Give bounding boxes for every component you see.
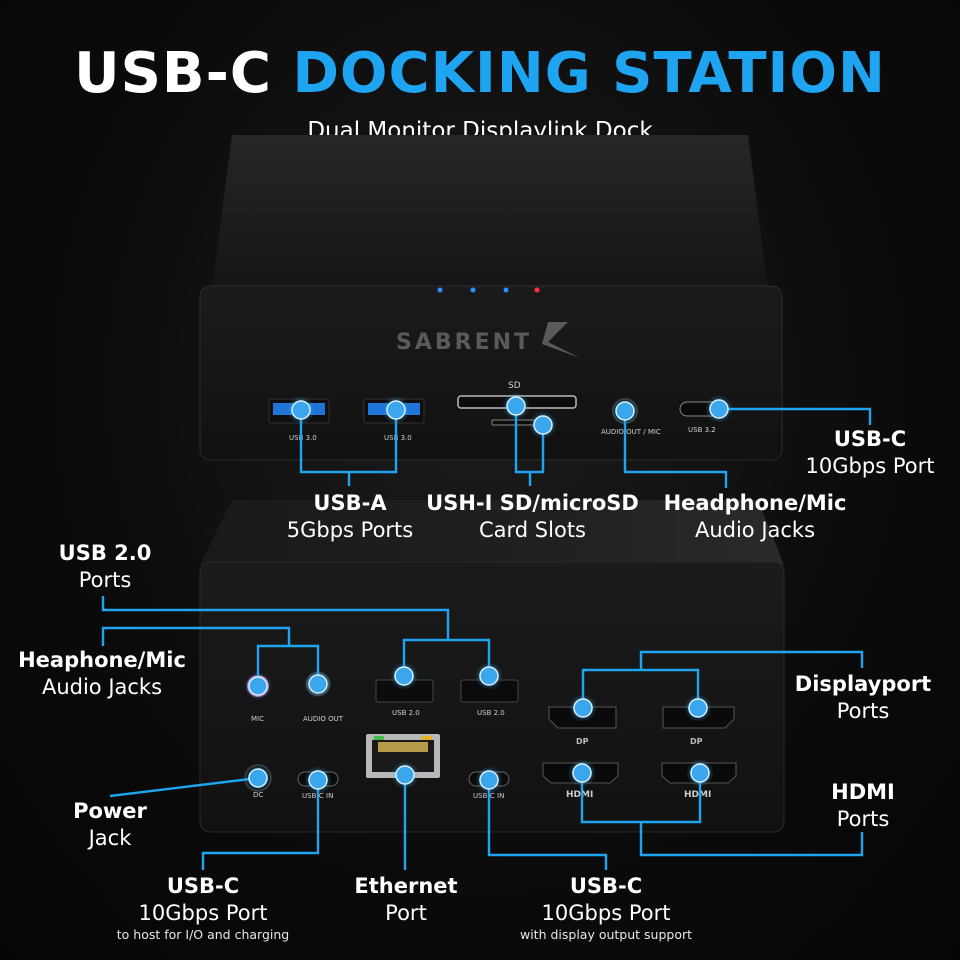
label-sub: Audio Jacks (41, 675, 163, 699)
status-led-blue (503, 287, 509, 293)
label-sub: Card Slots (479, 518, 586, 542)
port-print: USB 3.0 (289, 434, 317, 442)
label-head: USB-C (166, 874, 240, 898)
label-head: Ethernet (354, 874, 458, 898)
callout-dot (304, 766, 332, 794)
bottom-unit: MIC AUDIO OUT USB 2.0 USB 2.0 DP DP DC U… (199, 500, 785, 833)
callout-dot (569, 694, 597, 722)
page-title: USB-C DOCKING STATION (0, 38, 960, 110)
callout-dot (287, 396, 315, 424)
label-sub: Audio Jacks (694, 518, 816, 542)
label-ethernet: Ethernet Port (340, 873, 472, 927)
label-head: USB 2.0 (58, 541, 152, 565)
label-head: USB-C (833, 427, 907, 451)
callout-line-dp-stem (639, 650, 864, 670)
callout-dot (475, 662, 503, 690)
callout-dot (529, 411, 557, 439)
port-print: USB 3.2 (688, 426, 716, 434)
displayport-symbol: DP (576, 737, 589, 746)
callout-line-usbc-top (719, 407, 872, 425)
label-headphone-top: Headphone/Mic Audio Jacks (655, 490, 855, 544)
label-head: Headphone/Mic (663, 491, 847, 515)
port-print: HDMI (566, 790, 593, 800)
port-print: USB 3.0 (384, 434, 412, 442)
label-power: Power Jack (45, 798, 175, 852)
displayport-symbol: DP (690, 737, 703, 746)
callout-dot (502, 392, 530, 420)
label-usb20: USB 2.0 Ports (40, 540, 170, 594)
label-sub: 10Gbps Port (805, 454, 935, 478)
label-sub: Ports (836, 699, 890, 723)
callout-dot (475, 766, 503, 794)
callout-dots (244, 392, 733, 794)
port-print: USB 2.0 (477, 709, 505, 717)
status-led-red (534, 287, 540, 293)
label-sub: Jack (88, 826, 132, 850)
label-head: USB-C (569, 874, 643, 898)
label-sub: Ports (78, 568, 132, 592)
bottom-unit-top-face (200, 500, 784, 565)
port-print: USB 2.0 (392, 709, 420, 717)
label-head: USH-I SD/microSD (426, 491, 639, 515)
port-print: AUDIO OUT (303, 715, 344, 723)
callout-dot (304, 670, 332, 698)
label-sd-card: USH-I SD/microSD Card Slots (425, 490, 640, 544)
label-head: HDMI (831, 780, 895, 804)
status-led-blue (470, 287, 476, 293)
callout-lines (101, 406, 872, 870)
port-print: DC (253, 791, 263, 799)
label-sub: 10Gbps Port (541, 901, 671, 925)
port-print: AUDIO OUT / MIC (601, 428, 661, 436)
status-led-blue (437, 287, 443, 293)
callout-line-power (109, 776, 259, 798)
callout-dot (244, 672, 272, 700)
title-part-white: USB-C (74, 41, 272, 106)
brand-logo: SABRENT (396, 330, 532, 355)
callout-line-usb20 (101, 596, 450, 676)
port-print: MIC (251, 715, 264, 723)
callout-line-usbc-host (201, 780, 320, 870)
label-head: USB-A (313, 491, 387, 515)
label-usbc-top: USB-C 10Gbps Port (790, 426, 950, 480)
callout-dot (390, 662, 418, 690)
label-sub: 10Gbps Port (138, 901, 268, 925)
label-sub: Ports (836, 807, 890, 831)
sd-print: SD (508, 381, 521, 391)
label-usbc-host: USB-C 10Gbps Port to host for I/O and ch… (103, 873, 303, 943)
title-part-blue: DOCKING STATION (292, 41, 886, 106)
callout-dot (611, 397, 639, 425)
callout-line-hdmi-stem (639, 822, 864, 857)
callout-dot (244, 764, 272, 792)
callout-dot (382, 396, 410, 424)
label-usbc-display: USB-C 10Gbps Port with display output su… (506, 873, 706, 943)
port-print: HDMI (684, 790, 711, 800)
label-sub: 5Gbps Ports (286, 518, 414, 542)
label-note: to host for I/O and charging (116, 927, 290, 942)
callout-line-headphone-top (623, 411, 728, 488)
label-hdmi: HDMI Ports (808, 779, 918, 833)
ethernet-led-green (374, 736, 384, 740)
callout-dot (684, 694, 712, 722)
callout-dot (391, 761, 419, 789)
callout-dot (705, 395, 733, 423)
label-usb-a: USB-A 5Gbps Ports (270, 490, 430, 544)
label-displayport: Displayport Ports (790, 671, 936, 725)
callout-line-usbc-display (487, 780, 608, 870)
callout-dot (686, 759, 714, 787)
label-sub: Port (385, 901, 427, 925)
label-head: Heaphone/Mic (18, 648, 186, 672)
ethernet-led-amber (422, 736, 432, 740)
label-head: Displayport (794, 672, 932, 696)
label-heaphone: Heaphone/Mic Audio Jacks (10, 647, 194, 701)
callout-dot (568, 759, 596, 787)
label-note: with display output support (519, 927, 693, 942)
ethernet-contacts (378, 742, 428, 752)
brand-logo-mark (542, 322, 580, 358)
top-unit-upper-block (212, 135, 768, 290)
callout-line-heaphone (101, 626, 291, 686)
label-head: Power (73, 799, 147, 823)
